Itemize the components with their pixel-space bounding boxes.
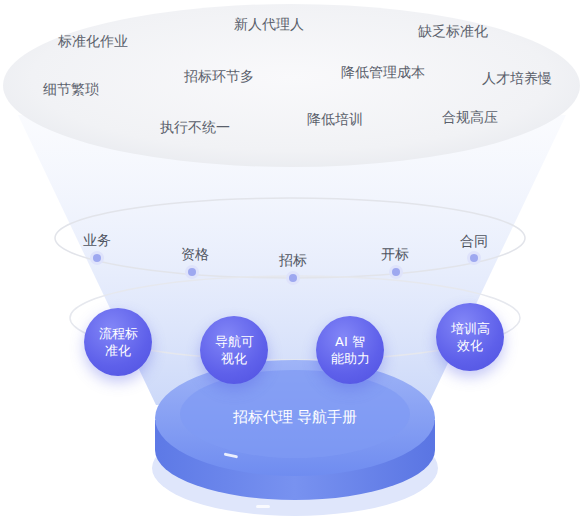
stage-dot xyxy=(93,254,101,262)
stage-dot xyxy=(470,254,478,262)
stage-dot xyxy=(289,274,297,282)
stage-dot xyxy=(392,268,400,276)
feature-text: 导航可 视化 xyxy=(210,333,258,367)
platform-mark xyxy=(224,453,238,459)
pain-point-text: 招标环节多 xyxy=(184,68,254,86)
pain-point-text: 新人代理人 xyxy=(234,16,304,34)
pain-point-text: 标准化作业 xyxy=(58,33,128,51)
pain-point-text: 人才培养慢 xyxy=(482,70,552,88)
stage-label: 业务 xyxy=(83,232,111,250)
feature-text: AI 智 能助力 xyxy=(326,333,374,367)
cloud-ellipse xyxy=(3,4,580,167)
pain-point-text: 降低管理成本 xyxy=(341,64,425,82)
pain-point-text: 细节繁琐 xyxy=(43,81,99,99)
platform-title: 招标代理 导航手册 xyxy=(150,408,440,427)
pain-point-text: 合规高压 xyxy=(442,109,498,127)
stage-dot-halo xyxy=(389,265,403,279)
pain-point-text: 降低培训 xyxy=(307,111,363,129)
stage-dot xyxy=(188,268,196,276)
platform-mark xyxy=(256,505,270,508)
stage-dot-halo xyxy=(185,265,199,279)
stage-dot-halo xyxy=(286,271,300,285)
feature-circle: AI 智 能助力 xyxy=(316,316,384,384)
stage-label: 资格 xyxy=(181,246,209,264)
feature-circle: 流程标 准化 xyxy=(84,308,152,376)
stage-dot-halo xyxy=(467,251,481,265)
stage-label: 合同 xyxy=(460,233,488,251)
stage-label: 开标 xyxy=(381,246,409,264)
stage-dot-halo xyxy=(90,251,104,265)
stage-ring xyxy=(55,198,525,278)
feature-text: 流程标 准化 xyxy=(94,325,142,359)
platform-disc: 招标代理 导航手册 xyxy=(150,330,440,520)
stage-dots xyxy=(90,251,481,285)
pain-point-text: 缺乏标准化 xyxy=(418,23,488,41)
pain-point-text: 执行不统一 xyxy=(160,119,230,137)
feature-text: 培训高 效化 xyxy=(446,320,494,354)
stage-label: 招标 xyxy=(279,252,307,270)
feature-circle: 培训高 效化 xyxy=(436,303,504,371)
pain-point-cloud: 标准化作业 新人代理人 缺乏标准化细节繁琐 招标环节多 降低管理成本 人才培养慢执行不统一… xyxy=(2,3,581,168)
feature-circle: 导航可 视化 xyxy=(200,316,268,384)
